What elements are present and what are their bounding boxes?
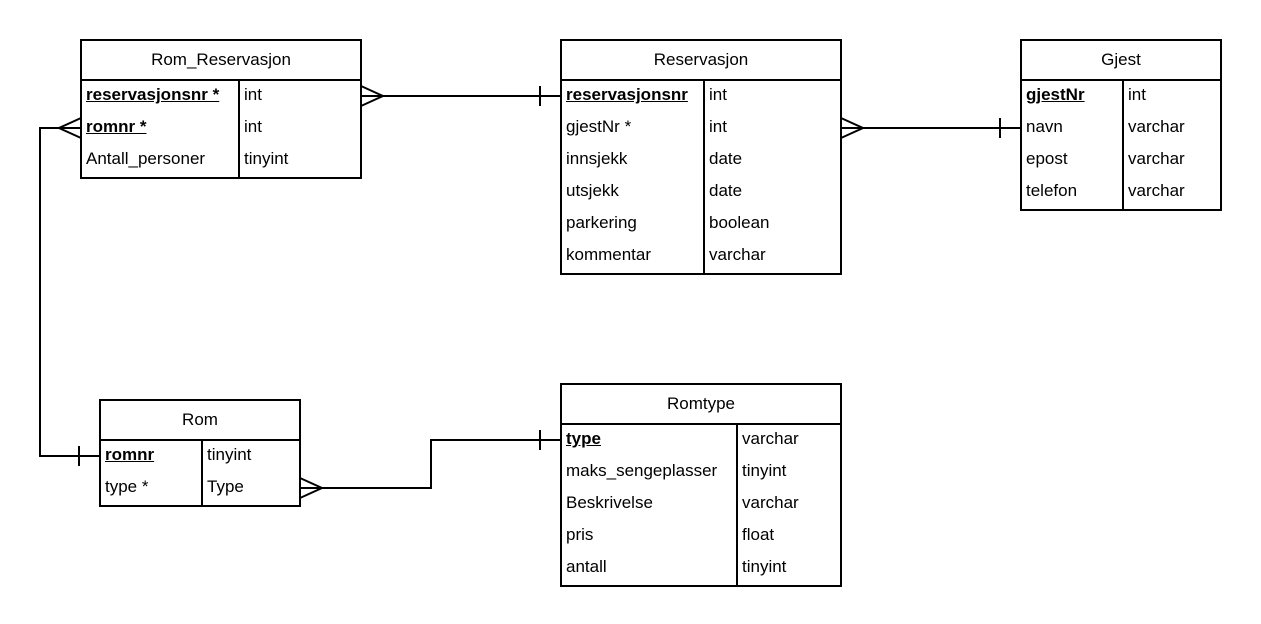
attribute-type: int <box>1128 85 1146 104</box>
entity-title: Romtype <box>562 385 840 425</box>
attribute-type: varchar <box>709 245 766 264</box>
relationship-rom-reservasjon-to-reservasjon <box>360 85 561 107</box>
entity-reservasjon[interactable]: Reservasjon reservasjonsnr int gjestNr * int… <box>560 39 842 275</box>
attribute-row[interactable]: type varchar <box>562 425 840 457</box>
attribute-row[interactable]: parkering boolean <box>562 209 840 241</box>
attribute-name: utsjekk <box>566 181 619 200</box>
attribute-type: int <box>709 117 727 136</box>
attribute-row[interactable]: telefon varchar <box>1022 177 1220 209</box>
attribute-name: kommentar <box>566 245 652 264</box>
relationship-reservasjon-to-gjest <box>840 117 1021 139</box>
attribute-type: int <box>244 117 262 136</box>
many-crowfoot <box>56 117 82 139</box>
entity-title: Rom <box>101 401 299 441</box>
many-crowfoot <box>299 477 325 499</box>
attribute-row[interactable]: Beskrivelse varchar <box>562 489 840 521</box>
attribute-type: int <box>709 85 727 104</box>
attribute-row[interactable]: innsjekk date <box>562 145 840 177</box>
attribute-row[interactable]: navn varchar <box>1022 113 1220 145</box>
attribute-type: tinyint <box>742 461 787 480</box>
attribute-row[interactable]: romnr tinyint <box>101 441 299 473</box>
attribute-name: innsjekk <box>566 149 628 168</box>
attribute-list: romnr tinyint type * Type <box>101 441 299 505</box>
attribute-row[interactable]: utsjekk date <box>562 177 840 209</box>
attribute-row[interactable]: antall tinyint <box>562 553 840 585</box>
attribute-list: reservasjonsnr int gjestNr * int innsjekk dat… <box>562 81 840 273</box>
entity-title: Reservasjon <box>562 41 840 81</box>
primary-key-name: gjestNr <box>1026 85 1085 104</box>
attribute-type: boolean <box>709 213 770 232</box>
entity-rom[interactable]: Rom romnr tinyint type * Type <box>99 399 301 507</box>
column-divider <box>703 81 705 273</box>
relationship-rom-reservasjon-to-rom <box>39 117 100 466</box>
attribute-name: pris <box>566 525 594 544</box>
relationship-rom-to-romtype <box>299 430 561 499</box>
attribute-row[interactable]: maks_sengeplasser tinyint <box>562 457 840 489</box>
attribute-name: parkering <box>566 213 637 232</box>
attribute-name: Antall_personer <box>86 149 206 168</box>
attribute-type: varchar <box>1128 149 1185 168</box>
attribute-type: Type <box>207 477 244 496</box>
attribute-row[interactable]: reservasjonsnr * int <box>82 81 360 113</box>
attribute-type: varchar <box>742 429 799 448</box>
attribute-row[interactable]: reservasjonsnr int <box>562 81 840 113</box>
attribute-type: tinyint <box>244 149 289 168</box>
primary-key-name: romnr * <box>86 117 147 136</box>
column-divider <box>1122 81 1124 209</box>
attribute-name: navn <box>1026 117 1063 136</box>
attribute-row[interactable]: epost varchar <box>1022 145 1220 177</box>
attribute-row[interactable]: type * Type <box>101 473 299 505</box>
attribute-type: tinyint <box>742 557 787 576</box>
attribute-type: float <box>742 525 775 544</box>
attribute-type: tinyint <box>207 445 252 464</box>
many-crowfoot <box>840 117 866 139</box>
attribute-name: gjestNr * <box>566 117 632 136</box>
entity-title: Rom_Reservasjon <box>82 41 360 81</box>
primary-key-name: romnr <box>105 445 155 464</box>
column-divider <box>201 441 203 505</box>
column-divider <box>736 425 738 585</box>
attribute-name: antall <box>566 557 607 576</box>
primary-key-name: reservasjonsnr * <box>86 85 220 104</box>
attribute-type: date <box>709 149 743 168</box>
attribute-name: telefon <box>1026 181 1078 200</box>
attribute-row[interactable]: pris float <box>562 521 840 553</box>
attribute-row[interactable]: gjestNr int <box>1022 81 1220 113</box>
attribute-row[interactable]: gjestNr * int <box>562 113 840 145</box>
attribute-row[interactable]: romnr * int <box>82 113 360 145</box>
attribute-type: int <box>244 85 262 104</box>
many-crowfoot <box>360 85 386 107</box>
attribute-type: varchar <box>742 493 799 512</box>
attribute-type: date <box>709 181 743 200</box>
primary-key-name: reservasjonsnr <box>566 85 688 104</box>
attribute-row[interactable]: kommentar varchar <box>562 241 840 273</box>
primary-key-name: type <box>566 429 601 448</box>
attribute-type: varchar <box>1128 117 1185 136</box>
attribute-type: varchar <box>1128 181 1185 200</box>
attribute-name: maks_sengeplasser <box>566 461 718 480</box>
attribute-name: epost <box>1026 149 1068 168</box>
attribute-name: type * <box>105 477 149 496</box>
attribute-name: Beskrivelse <box>566 493 653 512</box>
column-divider <box>238 81 240 177</box>
entity-title: Gjest <box>1022 41 1220 81</box>
attribute-row[interactable]: Antall_personer tinyint <box>82 145 360 177</box>
